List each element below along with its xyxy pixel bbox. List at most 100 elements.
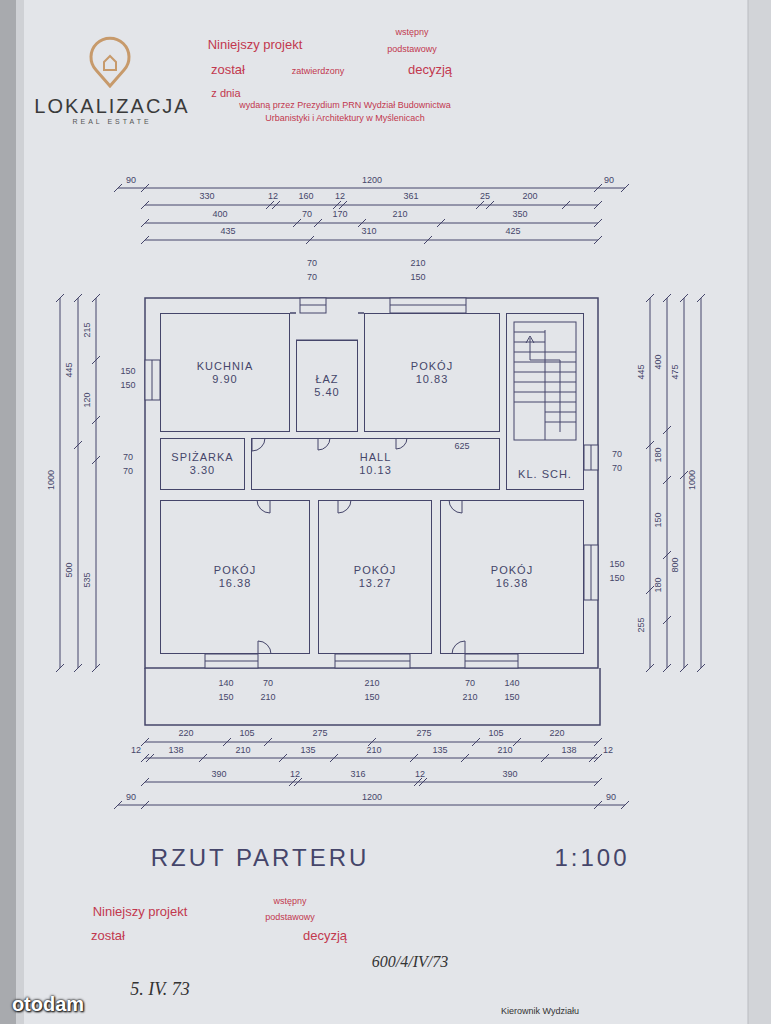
room-box: KUCHNIA9.90: [160, 313, 290, 432]
room-area: 10.83: [414, 373, 451, 386]
dimension-label: 150: [364, 693, 379, 703]
dimension-line: [118, 805, 625, 806]
watermark: otodam: [12, 993, 84, 1015]
dimension-label: 70: [307, 273, 317, 283]
dimension-tick: [141, 184, 149, 192]
dimension-label: 535: [83, 572, 93, 587]
dimension-tick: [56, 294, 64, 302]
dimension-label: 70: [123, 453, 133, 463]
dimension-line: [145, 205, 598, 206]
room-name: ŁAZ: [313, 373, 340, 386]
plan-title: RZUT PARTERU: [151, 844, 370, 872]
dimension-label: 210: [410, 259, 425, 269]
dimension-tick: [513, 738, 521, 746]
logo-text: REAL ESTATE: [72, 118, 151, 126]
dimension-tick: [663, 664, 671, 672]
stamp-text: wydaną przez Prezydium PRN Wydział Budow…: [239, 101, 451, 111]
dimension-tick: [92, 416, 100, 424]
stamp-text: został: [211, 63, 245, 77]
dimension-tick: [419, 778, 427, 786]
dimension-label: 138: [561, 746, 576, 756]
dimension-label: 150: [654, 512, 664, 527]
dimension-tick: [476, 201, 484, 209]
dimension-label: 255: [637, 617, 647, 632]
dimension-label: 210: [366, 746, 381, 756]
dimension-tick: [141, 778, 149, 786]
room-box: POKÓJ16.38: [440, 500, 584, 654]
dimension-tick: [339, 201, 347, 209]
dimension-label: 5. IV. 73: [130, 980, 190, 1000]
dimension-tick: [272, 201, 280, 209]
dimension-tick: [594, 219, 602, 227]
dimension-label: 105: [239, 729, 254, 739]
dimension-tick: [663, 294, 671, 302]
dimension-tick: [646, 664, 654, 672]
page-edge: [748, 0, 771, 1024]
room-box: POKÓJ10.83: [364, 313, 500, 432]
dimension-label: 25: [480, 192, 490, 202]
dimension-label: 800: [671, 557, 681, 572]
dimension-tick: [594, 184, 602, 192]
dimension-label: 180: [654, 447, 664, 462]
dimension-label: 70: [307, 259, 317, 269]
dimension-label: 1200: [362, 176, 382, 186]
dimension-label: 12: [415, 770, 425, 780]
stairs: [514, 322, 576, 440]
dimension-label: 275: [416, 729, 431, 739]
dimension-label: 150: [218, 693, 233, 703]
dimension-label: 90: [126, 176, 136, 186]
dimension-tick: [314, 219, 322, 227]
dimension-label: 310: [361, 227, 376, 237]
dimension-tick: [293, 219, 301, 227]
room-area: 10.13: [357, 464, 394, 477]
dimension-tick: [646, 586, 654, 594]
dimension-tick: [461, 754, 469, 762]
dimension-label: 330: [199, 192, 214, 202]
door-swings: [252, 438, 465, 654]
dimension-tick: [368, 738, 376, 746]
dimension-label: 12: [131, 746, 141, 756]
dimension-label: 140: [504, 679, 519, 689]
dimension-tick: [621, 801, 629, 809]
stamp-text: Niniejszy projekt: [93, 905, 188, 919]
dimension-tick: [541, 754, 549, 762]
dimension-tick: [410, 754, 418, 762]
windows: [145, 298, 598, 668]
dimension-tick: [92, 456, 100, 464]
dimension-label: 12: [335, 192, 345, 202]
dimension-line: [145, 223, 598, 224]
stamp-text: wstępny: [395, 28, 428, 38]
dimension-line: [145, 782, 598, 783]
room-area: 3.30: [188, 464, 217, 477]
dimension-line: [145, 758, 598, 759]
stamp-text: Urbanistyki i Architektury w Myślenicach: [265, 114, 425, 124]
dimension-tick: [594, 236, 602, 244]
dimension-label: 220: [549, 729, 564, 739]
dimension-tick: [594, 778, 602, 786]
dimension-tick: [74, 664, 82, 672]
dimension-label: 70: [302, 210, 312, 220]
dimension-tick: [646, 441, 654, 449]
dimension-label: 1:100: [554, 845, 629, 871]
dimension-label: 210: [497, 746, 512, 756]
dimension-tick: [594, 738, 602, 746]
dimension-label: 200: [522, 192, 537, 202]
dimension-tick: [697, 294, 705, 302]
room-name: POKÓJ: [352, 564, 398, 577]
room-area: 16.38: [494, 577, 531, 590]
dimension-label: 150: [120, 381, 135, 391]
dimension-label: 215: [83, 322, 93, 337]
dimension-label: 135: [432, 746, 447, 756]
dimension-tick: [486, 201, 494, 209]
dimension-tick: [114, 184, 122, 192]
dimension-label: 390: [211, 770, 226, 780]
dimension-label: 625: [454, 442, 469, 452]
dimension-tick: [199, 754, 207, 762]
dimension-label: 445: [637, 364, 647, 379]
dimension-label: 105: [488, 729, 503, 739]
room-name: KL. SCH.: [516, 468, 574, 481]
room-name: HALL: [358, 451, 394, 464]
dimension-tick: [146, 754, 154, 762]
dimension-label: 170: [332, 210, 347, 220]
